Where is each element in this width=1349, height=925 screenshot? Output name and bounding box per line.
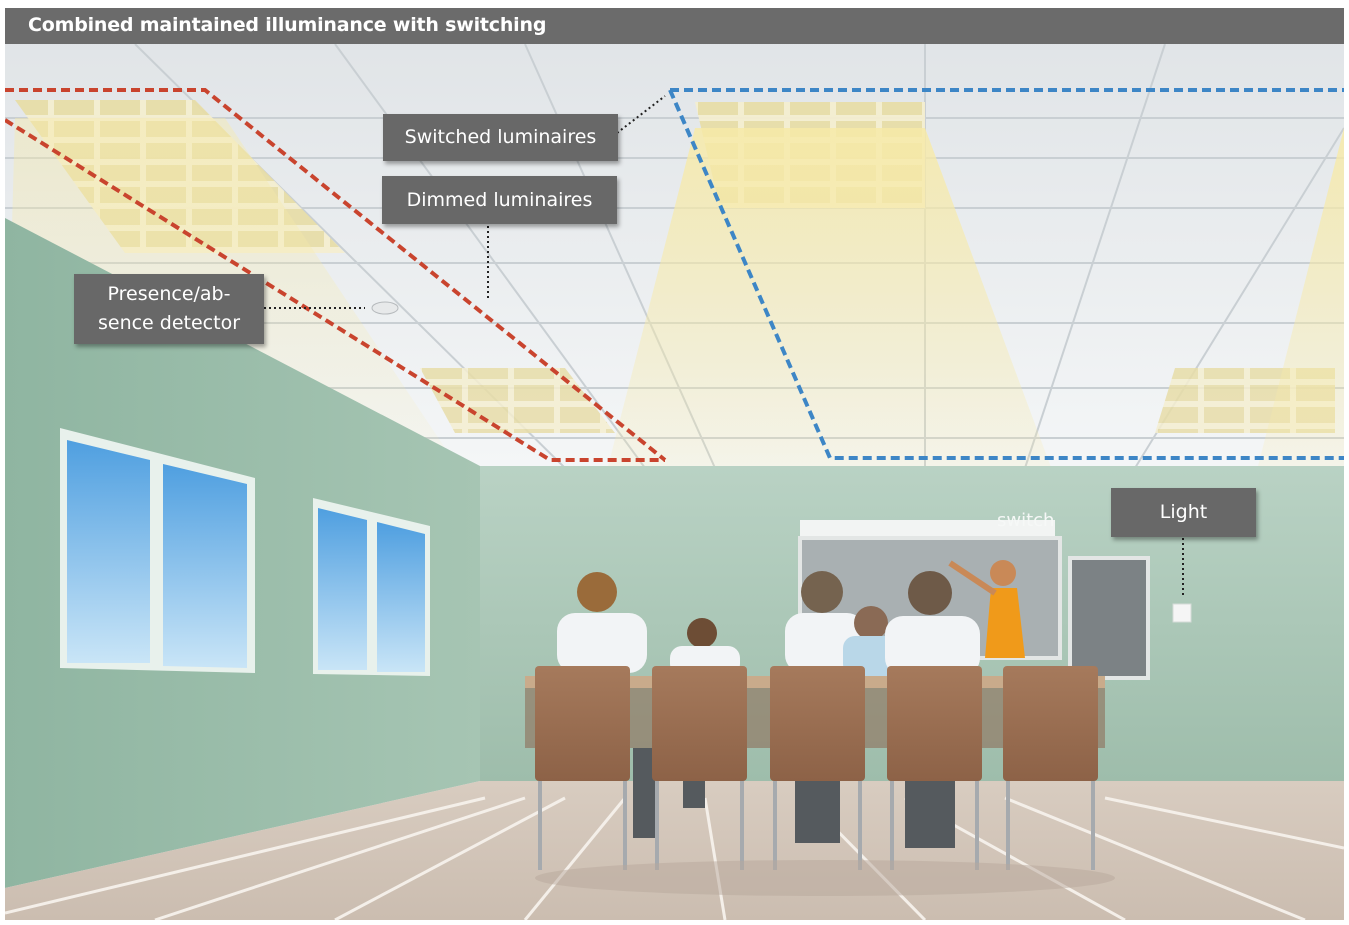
leader-lines <box>264 95 1184 595</box>
light-switch-label: Light <box>1111 488 1256 537</box>
presence-detector-text-line1: Presence/ab- <box>107 283 231 305</box>
diagram-title: Combined maintained illuminance with swi… <box>28 14 547 36</box>
switched-luminaires-text: Switched luminaires <box>404 126 597 148</box>
light-switch-text: Light <box>1159 501 1208 523</box>
dimmed-luminaires-label: Dimmed luminaires <box>382 176 617 224</box>
dimmed-luminaires-text: Dimmed luminaires <box>406 188 593 211</box>
presence-detector-text-line2: sence detector <box>97 312 241 334</box>
title-bar: Combined maintained illuminance with swi… <box>5 8 1344 44</box>
illustration-frame: Combined maintained illuminance with swi… <box>5 8 1344 920</box>
presence-detector-label: Presence/ab- sence detector <box>74 274 264 344</box>
switched-luminaires-label: Switched luminaires <box>383 114 618 161</box>
switch-caption: switch <box>997 510 1055 531</box>
